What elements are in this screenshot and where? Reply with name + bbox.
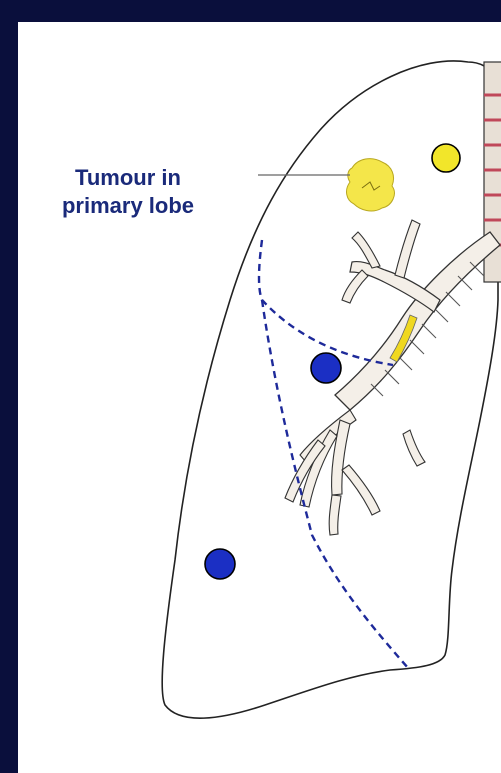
tumour-label-line1: Tumour in [44,164,212,192]
tumour-blob-icon [347,159,395,211]
tumour-label: Tumour in primary lobe [44,164,212,220]
blue-marker-middle [311,353,341,383]
tumour-label-line2: primary lobe [44,192,212,220]
yellow-marker [432,144,460,172]
blue-marker-lower [205,549,235,579]
